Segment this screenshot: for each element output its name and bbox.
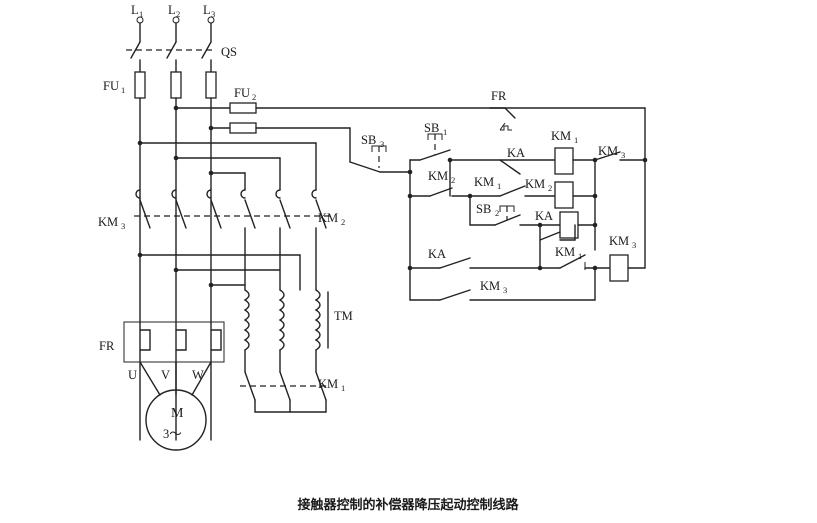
label-km3-main-sub: 3 bbox=[121, 221, 125, 231]
label-motor-m: M bbox=[171, 406, 184, 421]
control-circuit bbox=[349, 107, 648, 301]
km3-km2-contacts bbox=[134, 189, 330, 291]
label-km1-coil: KM bbox=[551, 129, 571, 143]
label-km2-main: KM bbox=[318, 211, 338, 225]
label-km1-nc: KM bbox=[555, 245, 575, 259]
label-km2-coil: KM bbox=[525, 177, 545, 191]
label-w: W bbox=[192, 368, 204, 382]
supply-terminals bbox=[136, 16, 215, 43]
label-km3-coil: KM bbox=[609, 234, 629, 248]
label-tm: TM bbox=[334, 309, 353, 323]
label-fr-ctrl: FR bbox=[491, 89, 507, 103]
label-km2-main-sub: 2 bbox=[341, 217, 345, 227]
main-bus bbox=[137, 127, 317, 441]
label-l1: L bbox=[131, 3, 139, 17]
label-km1-coil-sub: 1 bbox=[574, 135, 578, 145]
fr-thermal-relay bbox=[123, 321, 225, 363]
label-km3-coil-sub: 3 bbox=[632, 240, 636, 250]
label-km3-hold-sub: 3 bbox=[503, 285, 507, 295]
label-v: V bbox=[161, 368, 170, 382]
label-km1-main-sub: 1 bbox=[341, 383, 345, 393]
label-l2: L bbox=[168, 3, 176, 17]
km1-star-contacts bbox=[240, 371, 330, 413]
label-fu1: FU bbox=[103, 79, 119, 93]
label-sb3: SB bbox=[361, 133, 376, 147]
label-km3-top-sub: 3 bbox=[621, 150, 625, 160]
label-fu1-sub: 1 bbox=[121, 85, 125, 95]
labels: L 1 L 2 L 3 QS FU 1 FU 2 KM 3 KM 2 TM FR… bbox=[98, 3, 636, 441]
label-l2-sub: 2 bbox=[176, 9, 180, 19]
label-fu2-sub: 2 bbox=[252, 92, 256, 102]
label-l3-sub: 3 bbox=[211, 9, 215, 19]
diagram-caption: 接触器控制的补偿器降压起动控制线路 bbox=[297, 497, 519, 513]
label-km2-coil-sub: 2 bbox=[548, 183, 552, 193]
label-ka-coil: KA bbox=[535, 209, 553, 223]
label-fr-main: FR bbox=[99, 339, 115, 353]
label-fu2: FU bbox=[234, 86, 250, 100]
label-km1-nc-sub: 1 bbox=[578, 251, 582, 261]
label-km2-interlock: KM bbox=[428, 169, 448, 183]
label-l1-sub: 1 bbox=[139, 9, 143, 19]
tm-autotransformer bbox=[137, 252, 329, 373]
label-sb2-sub: 2 bbox=[495, 208, 499, 218]
label-sb3-sub: 3 bbox=[380, 139, 384, 149]
label-km2-interlock-sub: 2 bbox=[451, 175, 455, 185]
label-qs: QS bbox=[221, 45, 237, 59]
label-sb1-sub: 1 bbox=[443, 127, 447, 137]
label-sb2: SB bbox=[476, 202, 491, 216]
label-km1-nc-upper: KM bbox=[474, 175, 494, 189]
motor bbox=[139, 361, 212, 451]
fu2-fuses bbox=[173, 102, 646, 134]
label-km1-main: KM bbox=[318, 377, 338, 391]
label-sb1: SB bbox=[424, 121, 439, 135]
qs-switch bbox=[126, 41, 212, 73]
label-l3: L bbox=[203, 3, 211, 17]
label-u: U bbox=[128, 368, 137, 382]
label-ka-top: KA bbox=[507, 146, 525, 160]
motor-symbol bbox=[145, 389, 207, 451]
label-motor-type: 3～ bbox=[163, 427, 182, 441]
label-km3-main: KM bbox=[98, 215, 118, 229]
label-km3-hold: KM bbox=[480, 279, 500, 293]
label-km1-nc-upper-sub: 1 bbox=[497, 181, 501, 191]
label-ka-contact: KA bbox=[428, 247, 446, 261]
label-km3-top: KM bbox=[598, 144, 618, 158]
